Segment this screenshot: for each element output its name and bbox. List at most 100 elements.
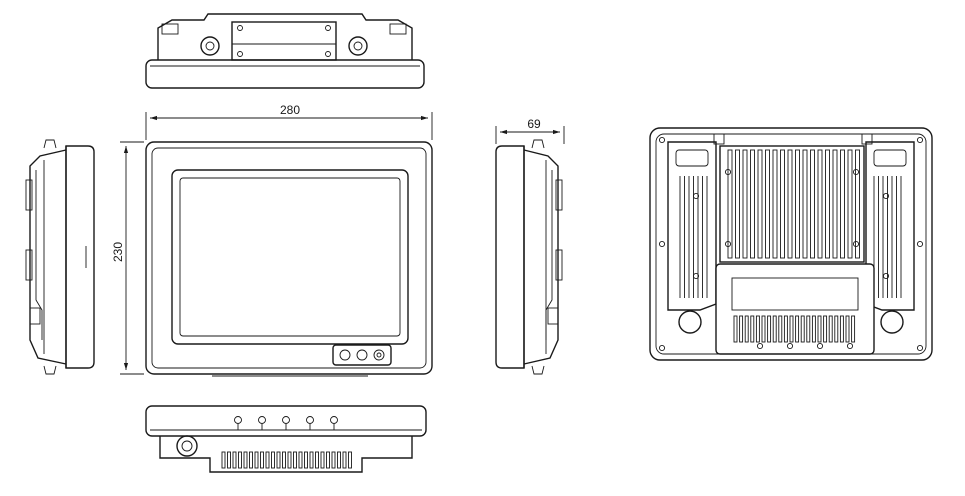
heatsink-fin (825, 149, 830, 259)
top-view (145, 13, 425, 89)
depth-label: 69 (527, 117, 541, 131)
fin-slot (221, 451, 226, 469)
fin-slot (298, 451, 303, 469)
screw (692, 192, 700, 200)
port-connector (282, 416, 290, 424)
vent-slot (744, 315, 749, 343)
heatsink-fin (832, 149, 838, 259)
fin-slot (337, 451, 341, 469)
vent-slot (783, 315, 788, 343)
bottom-fins (221, 451, 352, 469)
screw (658, 136, 666, 144)
fin-slot (254, 451, 259, 469)
fin-slot (227, 451, 231, 469)
screw (692, 272, 700, 280)
screw (916, 136, 924, 144)
fin-slot (271, 451, 275, 469)
width-label: 280 (280, 103, 300, 117)
heatsink-fin (765, 149, 770, 259)
right-side-view (495, 139, 563, 375)
screw (916, 240, 924, 248)
heatsink-fin (795, 149, 800, 259)
screw (724, 240, 732, 248)
left-side-view (25, 139, 95, 375)
rear-screws (658, 136, 924, 352)
bottom-view (145, 405, 427, 473)
screw (658, 240, 666, 248)
fin-slot (342, 451, 347, 469)
fin-slot (282, 451, 286, 469)
vent-slot (845, 315, 850, 343)
port-connector (306, 416, 314, 424)
screw (756, 342, 764, 350)
fin-slot (293, 451, 297, 469)
fin-slot (320, 451, 325, 469)
vent-slot (750, 315, 755, 343)
fin-slot (260, 451, 264, 469)
screw (846, 342, 854, 350)
bottom-ports (234, 416, 338, 430)
heatsink-fin (750, 149, 755, 259)
rear-vents (733, 315, 856, 343)
screw (882, 192, 890, 200)
screw (724, 168, 732, 176)
vent-slot (761, 315, 766, 343)
screw (816, 342, 824, 350)
front-view (145, 141, 433, 377)
port-connector (234, 416, 242, 424)
vent-slot (772, 315, 777, 343)
heatsink-fin (840, 149, 845, 259)
fin-slot (309, 451, 314, 469)
vent-slot (800, 315, 805, 343)
screw (658, 344, 666, 352)
heatsink-fin (772, 149, 778, 259)
heatsink-fin (742, 149, 748, 259)
vent-slot (789, 315, 794, 343)
screw (882, 272, 890, 280)
fin-slot (326, 451, 330, 469)
vent-slot (806, 315, 811, 343)
heatsink-fin (727, 149, 733, 259)
heatsink-fin (802, 149, 808, 259)
fin-slot (304, 451, 308, 469)
vent-slot (817, 315, 822, 343)
vent-slot (811, 315, 816, 343)
heatsink-fin (855, 149, 860, 259)
vent-slot (767, 315, 772, 343)
fin-slot (249, 451, 253, 469)
screw (852, 168, 860, 176)
vent-slot (839, 315, 844, 343)
fin-slot (232, 451, 237, 469)
vent-slot (755, 315, 760, 343)
vent-slot (851, 315, 856, 343)
heatsink-fin (817, 149, 823, 259)
fin-slot (331, 451, 336, 469)
depth-dimension: 69 (495, 117, 565, 144)
fin-slot (287, 451, 292, 469)
fin-slot (315, 451, 319, 469)
screw (852, 240, 860, 248)
heatsink-fin (757, 149, 763, 259)
vent-slot (834, 315, 839, 343)
heatsink-fins (727, 149, 860, 259)
vent-slot (823, 315, 828, 343)
fin-slot (276, 451, 281, 469)
port-connector (330, 416, 338, 424)
heatsink-fin (735, 149, 740, 259)
vent-slot (778, 315, 783, 343)
vent-slot (795, 315, 800, 343)
fin-slot (243, 451, 248, 469)
screw (916, 344, 924, 352)
vent-slot (828, 315, 833, 343)
port-connector (258, 416, 266, 424)
heatsink-fin (787, 149, 793, 259)
heatsink-fin (780, 149, 785, 259)
fin-slot (238, 451, 242, 469)
rear-view (649, 127, 933, 361)
fin-slot (348, 451, 352, 469)
height-label: 230 (111, 242, 125, 262)
width-dimension: 280 (145, 103, 433, 140)
heatsink-fin (847, 149, 853, 259)
height-dimension: 230 (111, 141, 144, 375)
